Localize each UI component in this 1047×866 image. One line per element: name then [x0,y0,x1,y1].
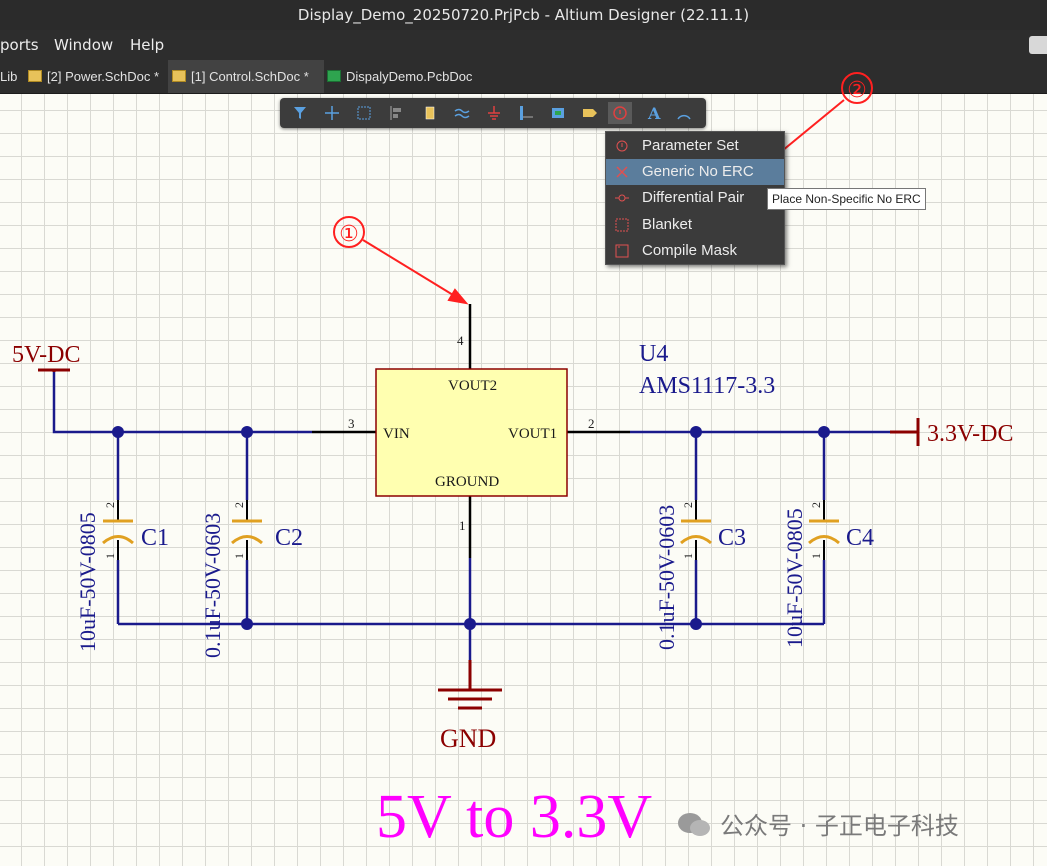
capacitor-symbols [102,519,840,545]
tab-label: Lib [0,69,18,84]
blanket-icon [615,218,629,232]
ic-comment: AMS1117-3.3 [639,373,775,399]
sheet-symbol-icon[interactable] [546,102,570,124]
cap-value-c3: 0.1uF-50V-0603 [654,505,679,650]
pin-ground-label: GROUND [435,474,499,490]
pin-number-vin: 3 [348,416,355,431]
cap-pin1-c2: 1 [232,553,246,559]
harness-icon[interactable] [514,102,538,124]
schdoc-icon [28,70,42,82]
align-icon[interactable] [384,102,408,124]
svg-text:A: A [647,104,661,123]
cap-designator-c1: C1 [141,525,169,551]
menu-window[interactable]: Window [54,36,114,54]
ic-designator: U4 [639,341,668,367]
menu-reports[interactable]: ports [0,36,39,54]
window-title: Display_Demo_20250720.PrjPcb - Altium De… [0,0,1047,30]
document-tabs: Lib [2] Power.SchDoc * [1] Control.SchDo… [0,60,1047,94]
cap-pin1-c1: 1 [103,553,117,559]
wechat-icon [678,813,710,836]
schdoc-icon [172,70,186,82]
tab-power-schdoc[interactable]: [2] Power.SchDoc * [26,60,168,93]
no-erc-icon [616,166,628,178]
menu-item-label: Parameter Set [642,137,739,154]
filter-icon[interactable] [288,102,312,124]
cap-value-c1: 10uF-50V-0805 [75,512,100,652]
pin-number-vout2: 4 [457,333,464,348]
diff-pair-icon [615,194,629,202]
watermark: 公众号 · 子正电子科技 [676,806,959,841]
ic-pins [312,304,630,558]
compile-mask-icon [615,244,629,258]
select-rect-icon[interactable] [352,102,376,124]
arc-icon[interactable] [672,102,696,124]
component-icon[interactable] [418,102,442,124]
ic-body[interactable] [375,368,568,497]
menu-help[interactable]: Help [130,36,165,54]
cap-leads [117,500,825,560]
watermark-text: 公众号 · 子正电子科技 [720,812,959,840]
tab-control-schdoc[interactable]: [1] Control.SchDoc * [168,60,324,93]
parameter-set-icon [616,140,628,152]
cap-designator-c2: C2 [275,525,303,551]
cap-pin1-c3: 1 [681,553,695,559]
marker-2: ② [847,78,867,103]
menu-bar: ports Window Help [0,30,1047,60]
active-bar-toolbar: A [280,98,706,128]
power-ports [38,368,920,710]
menu-item-generic-no-erc[interactable]: Generic No ERC [606,159,784,185]
tab-label: [2] Power.SchDoc * [47,69,159,84]
menu-item-label: Compile Mask [642,242,738,259]
schematic-title-text: 5V to 3.3V [376,783,652,851]
cap-designator-c4: C4 [846,525,874,551]
menu-item-label: Blanket [642,216,693,233]
port-gnd: GND [440,724,496,753]
pin-number-vout1: 2 [588,416,595,431]
menu-item-compile-mask[interactable]: Compile Mask [606,238,784,264]
port-icon[interactable] [578,102,602,124]
directive-icon[interactable] [608,102,632,124]
cap-value-c4: 10uF-50V-0805 [782,508,807,648]
power-port-icon[interactable] [482,102,506,124]
tooltip: Place Non-Specific No ERC [767,188,926,210]
menu-item-differential-pair[interactable]: Differential Pair [606,185,784,211]
directives-dropdown: Parameter Set Generic No ERC Differentia… [605,131,785,265]
marker-1: ① [339,222,359,247]
junctions [112,426,830,630]
tab-pcbdoc[interactable]: DispalyDemo.PcbDoc [327,60,487,93]
cross-icon[interactable] [320,102,344,124]
marker-2-circle [841,72,873,104]
chat-icon[interactable] [1029,36,1047,54]
cap-value-c2: 0.1uF-50V-0603 [200,513,225,658]
tab-lib[interactable]: Lib [0,60,22,93]
port-5v-dc: 5V-DC [12,342,80,368]
marker-1-circle [333,216,365,248]
text-icon[interactable]: A [642,102,666,124]
tab-label: DispalyDemo.PcbDoc [346,69,473,84]
pin-vout2-label: VOUT2 [448,378,497,394]
cap-pin1-c4: 1 [809,553,823,559]
pin-number-ground: 1 [459,518,466,533]
pcbdoc-icon [327,70,341,82]
cap-pin2-c4: 2 [809,502,823,508]
bus-icon[interactable] [450,102,474,124]
menu-item-parameter-set[interactable]: Parameter Set [606,133,784,159]
port-3v3-dc: 3.3V-DC [927,421,1013,447]
pin-vin-label: VIN [383,426,410,442]
cap-pin2-c3: 2 [681,502,695,508]
menu-item-label: Differential Pair [642,189,745,206]
cap-pin2-c2: 2 [232,502,246,508]
pin-vout1-label: VOUT1 [508,426,557,442]
cap-designator-c3: C3 [718,525,746,551]
menu-item-label: Generic No ERC [642,163,754,180]
tab-label: [1] Control.SchDoc * [191,69,309,84]
cap-pin2-c1: 2 [103,502,117,508]
menu-item-blanket[interactable]: Blanket [606,212,784,238]
